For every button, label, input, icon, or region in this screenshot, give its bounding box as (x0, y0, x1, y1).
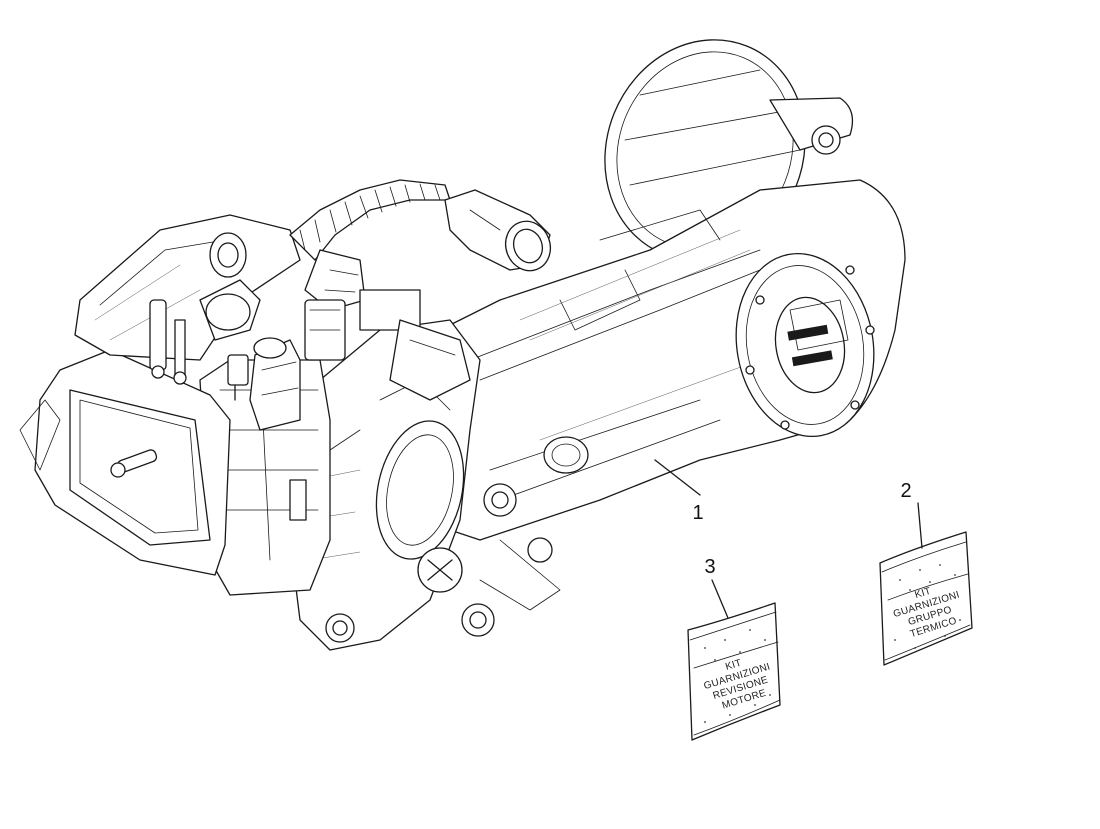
intake-snorkel (444, 189, 552, 272)
intake-manifold (289, 179, 451, 311)
kit-bag-revisione-motore: KIT GUARNIZIONI REVISIONE MOTORE (687, 579, 781, 741)
callout-3: 3 (704, 556, 715, 578)
spark-plug-cap (249, 337, 301, 431)
kit2-line-1: KIT (914, 586, 933, 601)
callout-1: 1 (692, 502, 703, 524)
engine-assembly (19, 39, 906, 651)
leader-line-1 (654, 459, 701, 496)
variator-cover (735, 252, 875, 438)
callout-2: 2 (900, 480, 911, 502)
throttle-body (149, 232, 261, 401)
leader-line-2 (917, 502, 923, 549)
kit-bag-gruppo-termico: KIT GUARNIZIONI GRUPPO TERMICO (879, 502, 973, 666)
sensor-cluster (304, 289, 471, 401)
crankcase (289, 319, 561, 651)
leader-line-3 (711, 579, 729, 619)
kit3-line-1: KIT (724, 658, 743, 673)
valve-cover (19, 349, 231, 576)
